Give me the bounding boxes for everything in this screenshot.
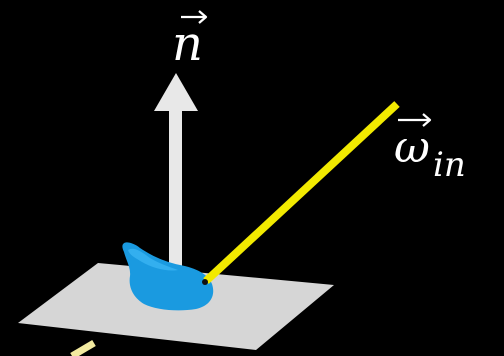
normal-arrow-head	[154, 73, 198, 111]
incident-point	[202, 279, 208, 285]
normal-arrow-shaft	[169, 110, 182, 270]
normal-label: n	[172, 10, 208, 72]
incident-ray	[203, 101, 400, 284]
brdf-lobe	[122, 242, 214, 311]
normal-symbol: n	[172, 16, 203, 72]
outgoing-ray	[70, 339, 96, 356]
incident-label: ω in	[394, 113, 466, 185]
omega-subscript: in	[433, 145, 466, 185]
omega-symbol: ω	[394, 122, 430, 173]
